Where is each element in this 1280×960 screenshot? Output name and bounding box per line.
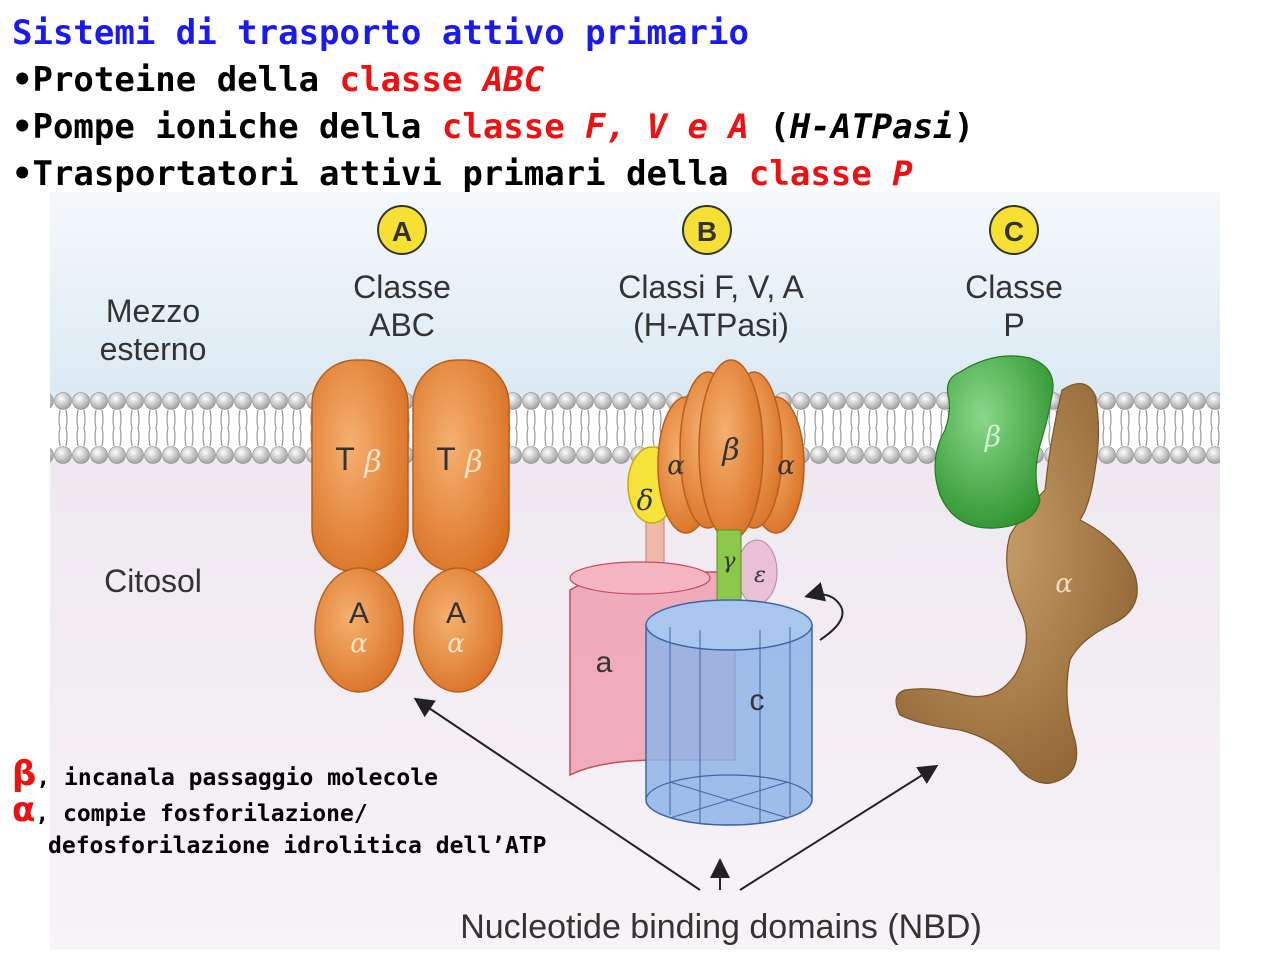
svg-text:C: C [1004,216,1024,247]
panel-b-line1: Classi F, V, A [618,269,804,305]
legend-alpha: α, compie fosforilazione/ [12,790,368,830]
label-mezzo: Mezzo [106,293,200,329]
label-esterno: esterno [100,331,207,367]
legend: β, incanala passaggio molecole α, compie… [12,754,547,862]
svg-text:T: T [335,441,355,477]
svg-text:α: α [777,451,795,481]
svg-text:β: β [984,420,1001,453]
panel-c-line2: P [1003,307,1024,343]
p-class-transporter: β α [895,355,1138,784]
abc-nbd-right [413,567,503,693]
svg-text:α: α [447,629,465,659]
svg-text:a: a [596,646,613,679]
bullet-p: •Trasportatori attivi primari della clas… [12,154,913,194]
c-ring [645,624,813,826]
panel-b-line2: (H-ATPasi) [633,307,789,343]
svg-text:c: c [750,684,765,717]
nbd-arrow-p [739,764,939,891]
svg-text:α: α [350,629,368,659]
badge-b: B [682,205,732,255]
svg-text:A: A [446,597,466,630]
slide-title: Sistemi di trasporto attivo primario [12,13,749,53]
svg-text:A: A [349,597,369,630]
legend-beta: β, incanala passaggio molecole [12,754,438,794]
svg-text:δ: δ [637,484,654,517]
svg-text:A: A [392,216,412,247]
abc-nbd-left [314,567,404,693]
abc-transporter: T β T β A α A α [311,359,510,693]
gamma-subunit [716,529,742,613]
bullet-abc: •Proteine della classe ABC [12,60,545,100]
p-beta-subunit [934,355,1054,529]
svg-text:α: α [667,451,685,481]
abc-t-domain-right [412,359,510,573]
nbd-label: Nucleotide binding domains (NBD) [460,908,982,946]
badge-a: A [377,205,427,255]
legend-alpha-cont: defosforilazione idrolitica dell’ATP [48,833,547,859]
fva-atpase: δ a α β α γ ε c [569,359,844,826]
panel-a-line1: Classe [353,269,451,305]
svg-text:ε: ε [754,563,766,588]
svg-text:T: T [436,441,456,477]
bullet-fva: •Pompe ioniche della classe F, V e A (H-… [12,107,975,147]
label-citosol: Citosol [104,563,202,599]
rotation-arrow [804,582,844,641]
svg-text:γ: γ [722,549,736,574]
abc-t-domain-left [311,359,409,573]
badge-c: C [989,205,1039,255]
svg-text:β: β [721,433,739,468]
p-alpha-subunit [895,383,1138,784]
panel-a-line2: ABC [369,307,435,343]
slide-heading: Sistemi di trasporto attivo primario •Pr… [12,10,974,198]
svg-text:α: α [1055,569,1073,599]
nbd-arrow-abc [413,697,701,891]
panel-c-line1: Classe [965,269,1063,305]
svg-text:B: B [697,216,717,247]
svg-text:β: β [464,445,482,480]
svg-text:β: β [363,445,381,480]
